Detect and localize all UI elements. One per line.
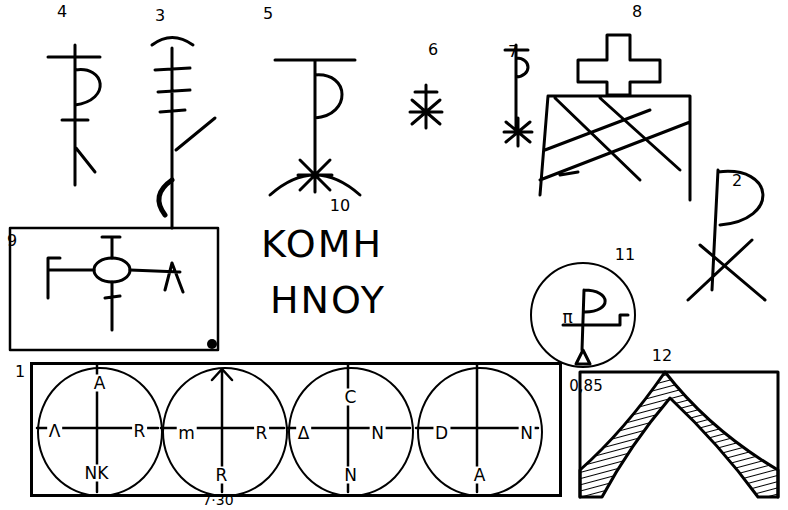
callout-number: 7·30 <box>202 493 233 507</box>
callout-number: 5 <box>263 6 273 22</box>
callout-number: 8 <box>632 4 642 20</box>
inscription-letter: π <box>562 308 572 325</box>
inscription-letter: R <box>132 422 148 439</box>
inscription-letter: D <box>433 424 450 441</box>
branch-cross-3 <box>152 38 215 229</box>
inscription-letter: N <box>342 466 359 483</box>
callout-number: 3 <box>155 8 165 24</box>
inscription-letter: 1 <box>15 364 25 380</box>
callout-number: 2 <box>732 173 742 189</box>
letter-circle: C Δ N N <box>288 367 414 497</box>
staurogram-7 <box>504 45 532 146</box>
inscription-letter: Δ <box>296 424 312 441</box>
inscription-letter: A <box>92 374 108 391</box>
inscription-letter: Λ <box>47 422 63 439</box>
arch-frame-12 <box>580 372 778 497</box>
inscription-text: HNOY <box>270 281 386 319</box>
letter-circle: mRR <box>162 367 288 497</box>
staurogram-5 <box>270 60 360 195</box>
callout-number: 10 <box>330 198 350 214</box>
inscription-letter: C <box>343 388 359 405</box>
callout-number: 7 <box>508 44 518 60</box>
inscription-text: KOMH <box>261 225 383 263</box>
corner-blot <box>207 339 217 349</box>
letter-circle: π <box>530 262 636 368</box>
callout-number: 9 <box>7 233 17 249</box>
crescent <box>159 180 172 215</box>
center-oval <box>94 258 130 282</box>
letter-circle: A Λ R NK <box>37 367 163 497</box>
callout-number: 0,85 <box>569 379 602 394</box>
hatched-arch <box>580 372 778 497</box>
lettered-cross-9 <box>48 237 183 330</box>
letter-circle: D N A <box>417 367 543 497</box>
star-cross-6 <box>410 85 442 128</box>
callout-number: 12 <box>652 348 672 364</box>
inscription-letter: NK <box>83 464 111 481</box>
cross-on-base-8 <box>540 35 690 200</box>
panel-box: 1AΛRNKmRRCΔNNDNA <box>30 362 562 497</box>
chi-rho-2 <box>688 170 765 300</box>
inscription-letter: N <box>369 424 386 441</box>
rho-cross-11 <box>563 290 628 364</box>
inscription-letter: N <box>518 424 535 441</box>
inscription-letter: R <box>214 466 230 483</box>
callout-number: 4 <box>57 4 67 20</box>
callout-number: 6 <box>428 42 438 58</box>
panel-9 <box>10 228 218 350</box>
staurogram-4 <box>48 45 100 185</box>
inscription-letter: R <box>254 424 270 441</box>
inscription-letter: A <box>472 466 488 483</box>
callout-number: 11 <box>615 247 635 263</box>
inscription-letter: m <box>176 424 197 441</box>
